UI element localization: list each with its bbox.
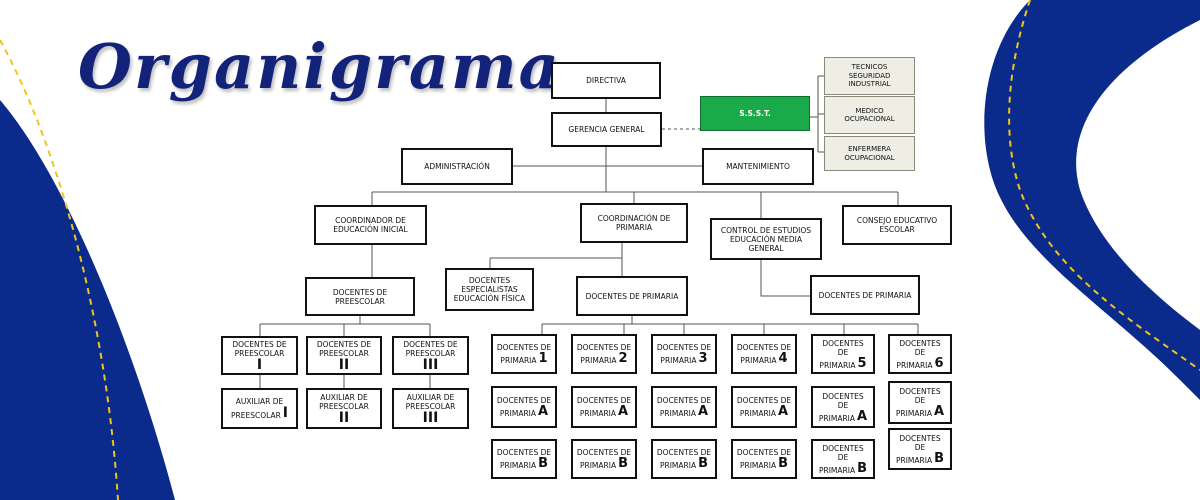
node-docentes-primaria: DOCENTES DE PRIMARIA (576, 276, 688, 316)
node-directiva: DIRECTIVA (551, 62, 661, 99)
right-yellow-dash (1008, 0, 1200, 371)
node-mantenimiento: MANTENIMIENTO (702, 148, 814, 185)
right-white-inner (1076, 20, 1200, 330)
page-title: Organigrama (78, 30, 561, 103)
node-administracion: ADMINISTRACIÓN (401, 148, 513, 185)
node-ssst: S.S.S.T. (700, 96, 810, 131)
left-blue-swoosh (0, 100, 175, 500)
node-docentes-primaria-media: DOCENTES DE PRIMARIA (810, 275, 920, 315)
node-gerencia-general: GERENCIA GENERAL (551, 112, 662, 147)
left-yellow-dash (0, 39, 119, 500)
